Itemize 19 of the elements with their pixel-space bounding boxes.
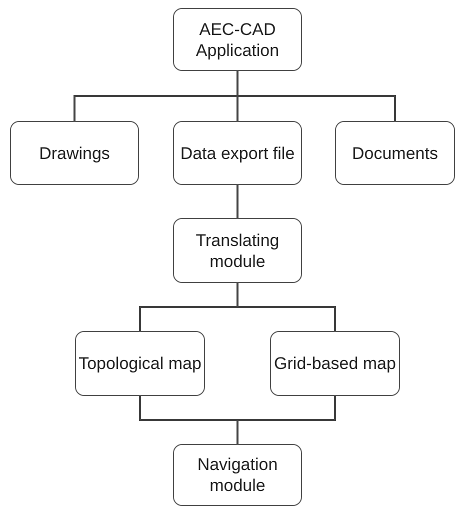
- box-label: Navigation module: [196, 454, 279, 496]
- process-box: [173, 8, 302, 71]
- process-box: [270, 331, 400, 396]
- connector-line: [236, 185, 238, 218]
- process-box: [173, 121, 302, 185]
- box-label: AEC-CAD Application: [194, 18, 280, 60]
- process-box: [335, 121, 455, 185]
- box-label: Drawings: [39, 142, 110, 164]
- process-box: [173, 218, 302, 283]
- process-box: [173, 444, 302, 506]
- box-label: Documents: [352, 142, 438, 164]
- process-box: [10, 121, 139, 185]
- box-label: Translating module: [194, 230, 280, 272]
- connector-line: [236, 396, 336, 444]
- box-label: Topological map: [78, 353, 202, 374]
- process-box: [75, 331, 205, 396]
- box-label: Grid-based map: [274, 353, 396, 374]
- box-label: Data export file: [180, 142, 295, 164]
- connector-line: [236, 71, 396, 121]
